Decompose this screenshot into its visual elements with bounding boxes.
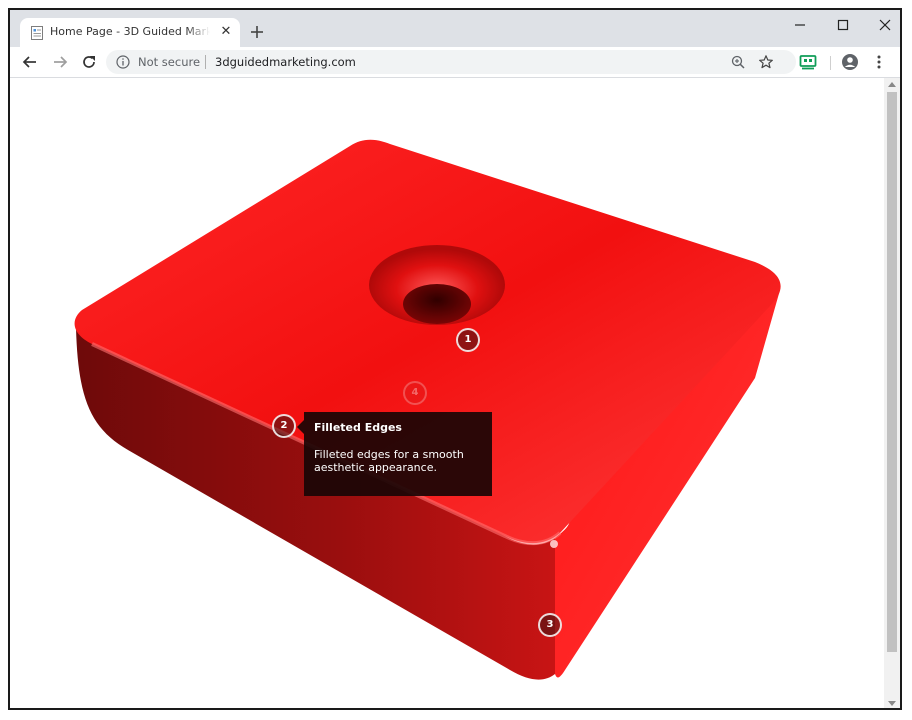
star-icon[interactable] (758, 54, 774, 70)
tab-strip: Home Page - 3D Guided Marketing ✕ (10, 10, 900, 47)
browser-window: Home Page - 3D Guided Marketing ✕ (8, 8, 902, 710)
hotspot-4[interactable]: 4 (403, 381, 427, 405)
browser-toolbar: Not secure 3dguidedmarketing.com (10, 47, 900, 78)
info-icon[interactable] (116, 55, 130, 69)
arrow-left-icon[interactable] (21, 53, 39, 71)
vertical-scrollbar[interactable] (884, 78, 900, 708)
scrollbar-thumb[interactable] (887, 92, 897, 652)
scroll-up-icon[interactable] (888, 82, 896, 87)
kebab-menu-icon[interactable] (872, 53, 886, 71)
maximize-icon[interactable] (828, 13, 858, 37)
tab-title: Home Page - 3D Guided Marketing (50, 25, 210, 38)
minimize-icon[interactable] (785, 13, 815, 37)
address-bar[interactable]: Not secure 3dguidedmarketing.com (106, 50, 796, 74)
security-label: Not secure (138, 55, 201, 69)
toolbar-divider (830, 56, 831, 70)
zoom-icon[interactable] (730, 54, 746, 70)
red-block-model[interactable] (10, 78, 884, 710)
block-top-face (74, 139, 781, 544)
hotspot-tooltip: Filleted Edges Filleted edges for a smoo… (297, 412, 492, 496)
arrow-right-icon[interactable] (51, 53, 69, 71)
close-icon[interactable] (870, 13, 900, 37)
address-divider (205, 55, 206, 69)
hotspot-1[interactable]: 1 (456, 328, 480, 352)
block-front-face (76, 318, 555, 680)
tooltip-title: Filleted Edges (314, 421, 402, 434)
extension-icon[interactable] (799, 53, 817, 71)
url-text[interactable]: 3dguidedmarketing.com (215, 55, 356, 69)
browser-tab[interactable]: Home Page - 3D Guided Marketing ✕ (20, 18, 240, 47)
profile-icon[interactable] (841, 53, 859, 71)
tooltip-body: Filleted edges for a smooth aesthetic ap… (314, 448, 464, 474)
3d-viewer[interactable]: 1 2 3 4 Filleted Edges Filleted edges fo… (10, 78, 884, 710)
close-icon[interactable]: ✕ (220, 24, 232, 39)
page-icon (31, 26, 43, 40)
scroll-down-icon[interactable] (888, 701, 896, 706)
plus-icon[interactable] (246, 21, 268, 43)
hotspot-2[interactable]: 2 (272, 414, 296, 438)
hotspot-3[interactable]: 3 (538, 613, 562, 637)
block-right-face (555, 290, 780, 678)
reload-icon[interactable] (80, 53, 98, 71)
